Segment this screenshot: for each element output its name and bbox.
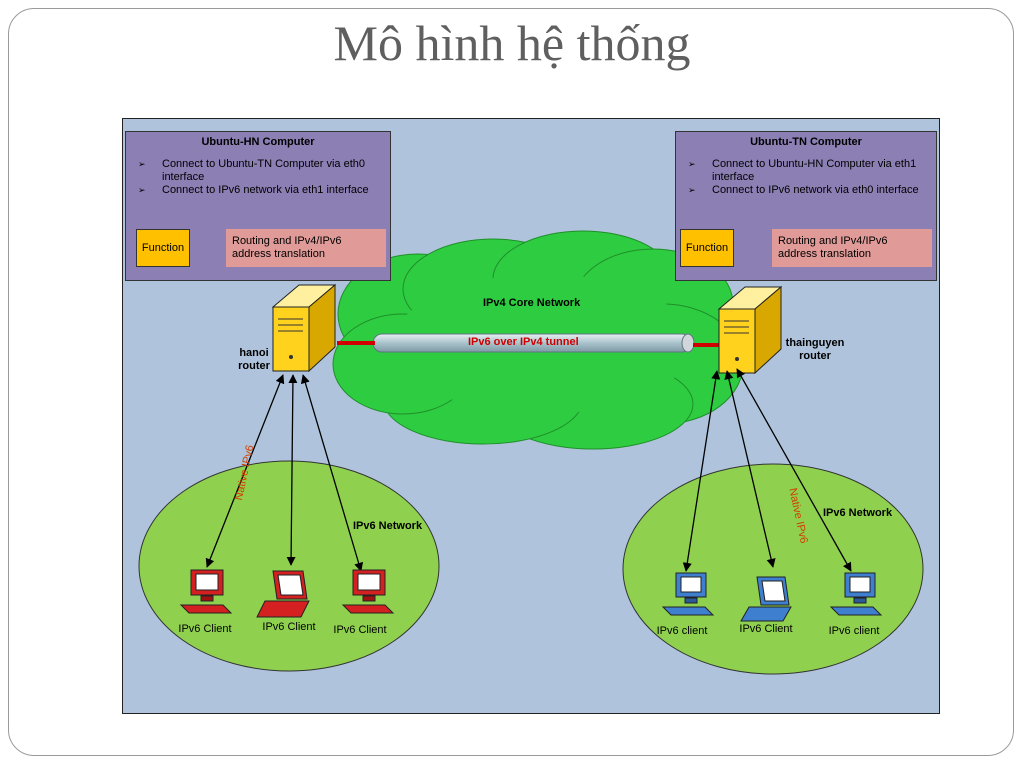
network-diagram: Ubuntu-HN Computer Connect to Ubuntu-TN … [122, 118, 940, 714]
ubuntu-tn-bullets: Connect to Ubuntu-HN Computer via eth1 i… [688, 158, 934, 197]
ubuntu-hn-function-box: Function [136, 229, 190, 267]
left-native-links [205, 374, 364, 572]
ubuntu-tn-function-box: Function [680, 229, 734, 267]
thainguyen-router-label: thainguyen router [785, 337, 845, 362]
left-client-desktop-2-icon [341, 569, 395, 614]
ipv4-core-cloud [332, 230, 744, 450]
ubuntu-hn-bullet-1: Connect to Ubuntu-TN Computer via eth0 i… [138, 158, 384, 184]
right-client-3-label: IPv6 client [828, 625, 880, 637]
left-ipv6-network-label: IPv6 Network [353, 520, 423, 532]
hanoi-router-label: hanoi router [238, 347, 270, 372]
core-network-label: IPv4 Core Network [483, 297, 581, 309]
ubuntu-hn-bullet-2: Connect to IPv6 network via eth1 interfa… [138, 184, 384, 197]
right-native-links [682, 368, 852, 572]
ubuntu-hn-bullets: Connect to Ubuntu-TN Computer via eth0 i… [138, 158, 384, 197]
diagram-canvas [138, 230, 924, 675]
ubuntu-hn-panel: Ubuntu-HN Computer Connect to Ubuntu-TN … [125, 131, 391, 281]
hanoi-router-icon [271, 283, 337, 373]
tunnel-label: IPv6 over IPv4 tunnel [468, 336, 579, 348]
right-client-desktop-1-icon [661, 572, 715, 616]
slide-title: Mô hình hệ thống [333, 15, 691, 71]
right-client-1-label: IPv6 client [656, 625, 708, 637]
left-client-laptop-icon [256, 570, 310, 618]
right-ipv6-network-label: IPv6 Network [823, 507, 893, 519]
ubuntu-tn-bullet-2: Connect to IPv6 network via eth0 interfa… [688, 184, 934, 197]
right-ipv6-network [622, 463, 924, 675]
left-client-desktop-1-icon [179, 569, 233, 614]
ubuntu-tn-panel: Ubuntu-TN Computer Connect to Ubuntu-HN … [675, 131, 937, 281]
left-client-2-label: IPv6 Client [262, 621, 316, 633]
ubuntu-hn-title: Ubuntu-HN Computer [201, 136, 315, 148]
left-ipv6-network [138, 460, 440, 672]
left-client-3-label: IPv6 Client [333, 624, 387, 636]
left-client-1-label: IPv6 Client [178, 623, 232, 635]
right-client-desktop-2-icon [829, 572, 883, 616]
ubuntu-tn-routing-box: Routing and IPv4/IPv6 address translatio… [772, 229, 932, 267]
right-client-2-label: IPv6 Client [739, 623, 793, 635]
ubuntu-tn-bullet-1: Connect to Ubuntu-HN Computer via eth1 i… [688, 158, 934, 184]
right-client-laptop-icon [740, 576, 792, 622]
thainguyen-router-icon [717, 285, 783, 375]
ipv6-tunnel [337, 333, 723, 353]
ubuntu-hn-routing-box: Routing and IPv4/IPv6 address translatio… [226, 229, 386, 267]
ubuntu-tn-title: Ubuntu-TN Computer [750, 136, 862, 148]
